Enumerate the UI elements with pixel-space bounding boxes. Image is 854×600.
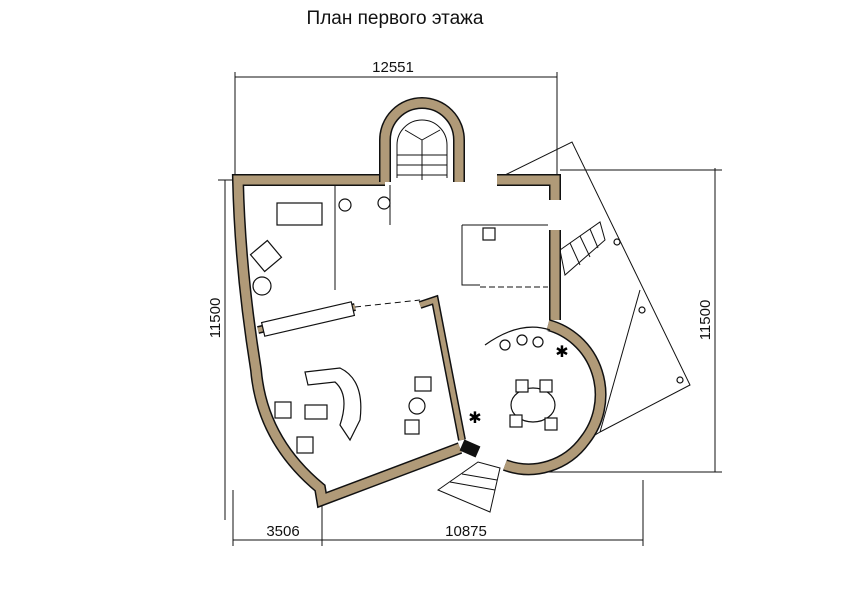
toilet — [338, 198, 352, 212]
exterior-walls — [231, 97, 607, 509]
dining-chair — [509, 414, 523, 428]
armchair — [249, 239, 283, 273]
dining-chair — [544, 417, 558, 431]
chair — [414, 376, 432, 392]
coffee-table — [304, 404, 328, 420]
chair — [274, 401, 292, 419]
stove — [482, 227, 496, 241]
dim-bottom-right: 10875 — [445, 523, 487, 540]
furniture: ✱ ✱ — [249, 196, 569, 454]
side-table — [408, 397, 426, 415]
plant-icon: ✱ — [555, 344, 568, 361]
main-staircase — [396, 119, 448, 180]
bar-counter — [484, 326, 551, 346]
chair — [296, 436, 314, 454]
plan-title: План первого этажа — [306, 8, 484, 29]
dim-right-height: 11500 — [697, 300, 714, 341]
bed — [276, 202, 323, 226]
dining-table — [510, 387, 556, 423]
dim-left-height: 11500 — [207, 298, 224, 339]
dining-chair — [515, 379, 529, 393]
dimension-lines — [218, 72, 722, 546]
chair — [404, 419, 420, 435]
dim-bottom-left: 3506 — [266, 523, 299, 540]
lower-staircase — [436, 461, 501, 513]
dim-top-width: 12551 — [372, 59, 414, 76]
dining-chair — [539, 379, 553, 393]
round-table — [252, 276, 272, 296]
plant-icon: ✱ — [468, 410, 481, 427]
terrace-staircase — [559, 221, 606, 276]
sink — [377, 196, 391, 210]
bookshelf — [260, 301, 356, 337]
sofa — [304, 367, 362, 442]
